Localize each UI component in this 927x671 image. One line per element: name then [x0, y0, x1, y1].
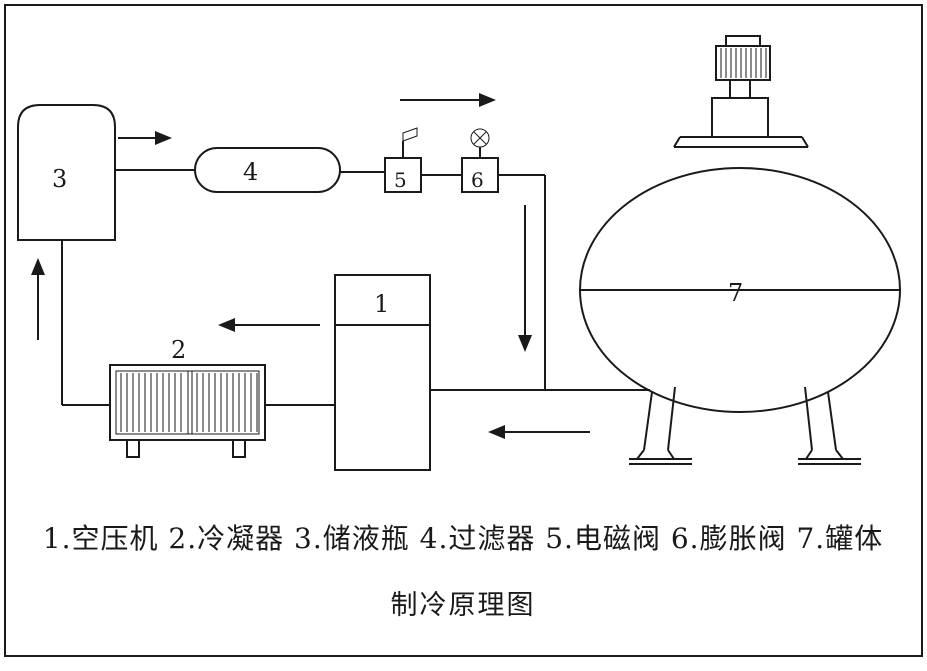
condenser-fins-left [120, 373, 182, 432]
condenser-right-foot [232, 439, 246, 458]
receiver-number-label: 3 [52, 165, 67, 193]
solenoid-number-label: 5 [394, 168, 407, 192]
flow-arrowhead-to-condenser [218, 318, 235, 332]
flow-arrowhead-down [518, 335, 532, 352]
tank-flange-right-edge [801, 136, 809, 148]
diagram-title: 制冷原理图 [391, 590, 536, 621]
solenoid-valve-flag-icon [402, 127, 418, 142]
filter-capsule-shape [194, 147, 341, 193]
tank-shaft-connector [729, 79, 751, 99]
expansion-number-label: 6 [471, 168, 484, 192]
compressor-number-label: 1 [374, 290, 389, 318]
tank-number-label: 7 [728, 279, 743, 307]
condenser-divider [187, 371, 193, 434]
tank-neck [711, 97, 769, 138]
expansion-valve-handwheel-icon [470, 128, 490, 148]
tank-flange-left-edge [673, 136, 681, 148]
expansion-valve-cross-2 [473, 131, 487, 145]
tank-motor-fins [720, 48, 767, 78]
tank-right-leg [798, 386, 861, 465]
tank-motor-block [715, 45, 771, 81]
filter-number-label: 4 [243, 158, 258, 186]
flow-arrowhead-up [31, 258, 45, 275]
flow-arrowhead-top [479, 93, 496, 107]
diagram-frame [4, 4, 923, 657]
flow-arrowhead-return [488, 425, 505, 439]
condenser-fins-right [196, 373, 258, 432]
tank-left-leg [629, 386, 692, 465]
flow-arrowhead-receiver-out [155, 131, 172, 145]
condenser-left-foot [126, 439, 140, 458]
receiver-bottle-shape [17, 104, 116, 241]
tank-motor-cap [725, 35, 761, 47]
legend-caption: 1.空压机 2.冷凝器 3.储液瓶 4.过滤器 5.电磁阀 6.膨胀阀 7.罐体 [43, 522, 883, 555]
condenser-body [109, 364, 266, 441]
condenser-number-label: 2 [171, 336, 186, 364]
compressor-body [334, 274, 431, 471]
